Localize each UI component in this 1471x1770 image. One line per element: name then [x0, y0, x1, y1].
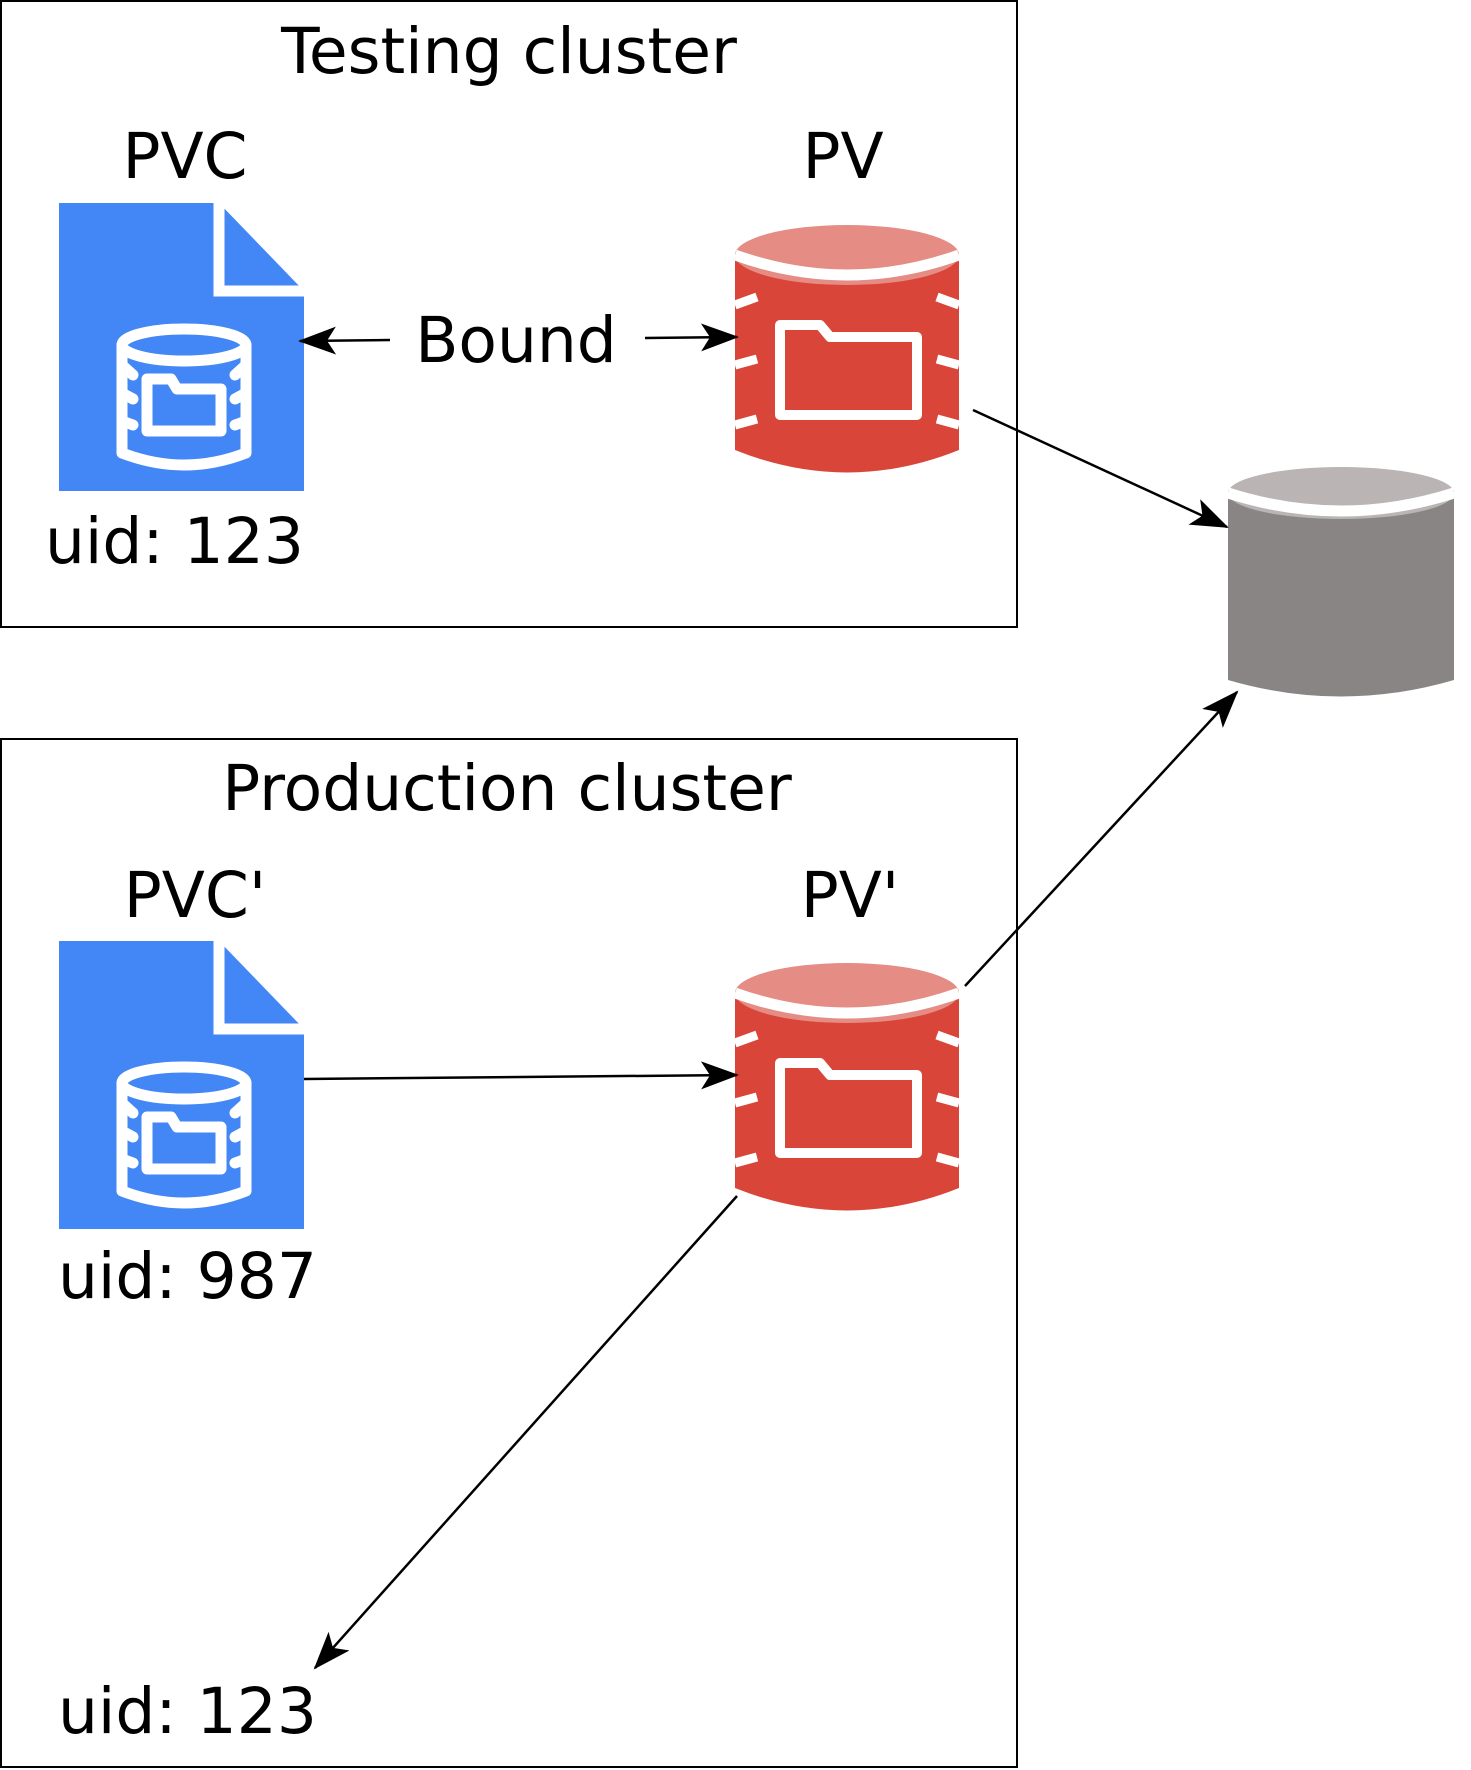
production-pvc-label: PVC': [124, 859, 266, 932]
production-cluster: Production cluster PVC' PV' uid: 987 uid…: [0, 738, 1018, 1768]
pv-prime-to-storage-arrow: [964, 690, 1239, 987]
bound-arrow-right: [644, 323, 739, 352]
testing-pvc-label: PVC: [122, 120, 247, 193]
production-cluster-title: Production cluster: [222, 752, 792, 825]
testing-cluster: Testing cluster PVC PV uid: 123 Bound: [0, 0, 1018, 628]
pv-storage-icon: [735, 963, 959, 1211]
production-pvc-uid: uid: 987: [58, 1240, 317, 1313]
pvc-to-pv-arrow: [303, 1061, 739, 1090]
testing-cluster-box: [0, 0, 1018, 628]
pvc-file-icon: [59, 203, 304, 491]
bound-arrow-left: [298, 326, 391, 355]
testing-cluster-title: Testing cluster: [280, 15, 737, 88]
pv-storage-icon: [735, 225, 959, 473]
pv-claim-ref-arrow: [313, 1195, 738, 1670]
testing-pvc-uid: uid: 123: [45, 505, 304, 578]
pv-to-storage-arrow: [972, 408, 1229, 529]
pvc-file-icon: [59, 941, 304, 1229]
testing-pv-label: PV: [802, 120, 883, 193]
storage-cylinder-icon: [1226, 467, 1456, 697]
production-pv-label: PV': [801, 859, 899, 932]
production-claim-ref-uid: uid: 123: [58, 1675, 317, 1748]
production-cluster-box: [0, 738, 1018, 1768]
bound-edge-label: Bound: [415, 304, 617, 377]
